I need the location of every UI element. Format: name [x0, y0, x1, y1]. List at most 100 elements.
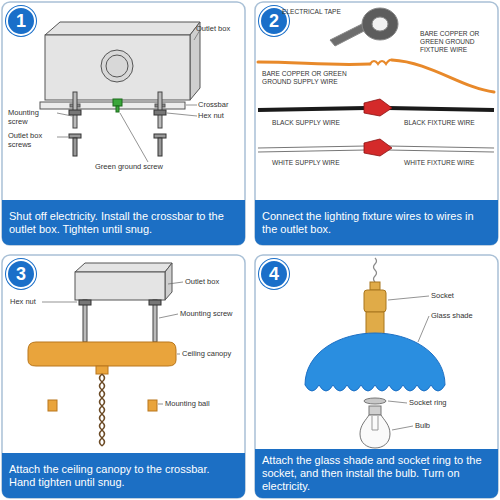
socket-ring	[364, 398, 386, 404]
leader-line	[392, 426, 413, 430]
part-label: Glass shade	[431, 312, 473, 321]
leader-line	[120, 113, 148, 162]
electrical-tape	[362, 8, 398, 40]
white-wire	[258, 148, 366, 150]
step-number-text: 2	[269, 12, 279, 30]
leader-line	[158, 404, 163, 405]
panel-frame	[255, 2, 498, 245]
leader-line	[42, 282, 183, 404]
ceiling-canopy	[28, 342, 176, 374]
part-label: Crossbar	[198, 101, 228, 110]
green-ground-screw	[113, 99, 122, 112]
outlet-box	[106, 55, 128, 77]
mounting-screw	[83, 300, 157, 342]
part-label: Green ground screw	[95, 163, 163, 172]
outlet-box	[45, 22, 200, 100]
hex-nut	[79, 300, 161, 305]
ceiling-canopy	[96, 366, 108, 374]
leader-line	[168, 282, 183, 284]
outlet-box	[75, 263, 172, 300]
socket-ring	[364, 398, 386, 404]
mounting-screw	[83, 300, 87, 342]
part-label: Ceiling canopy	[182, 350, 231, 359]
outlet-box	[75, 272, 165, 300]
black-wire	[258, 108, 366, 110]
part-label: BLACK FIXTURE WIRE	[404, 119, 475, 127]
hex-nut	[154, 110, 166, 115]
leader-line	[388, 401, 407, 403]
hex-nut	[69, 110, 81, 115]
mounting-screw	[153, 300, 157, 342]
step-number-text: 3	[16, 265, 26, 283]
outlet-box-screw	[154, 134, 166, 138]
power-cord	[100, 374, 105, 446]
bulb	[372, 416, 378, 430]
part-label: Outlet box	[185, 278, 219, 287]
outlet-box-screw	[69, 134, 166, 156]
ground-wire	[392, 60, 494, 92]
panel-frame	[2, 255, 245, 498]
green-ground-screw	[116, 106, 119, 112]
leader-line	[57, 137, 68, 138]
white-wire	[388, 148, 494, 150]
leader-line	[159, 314, 178, 318]
leader-line	[186, 105, 197, 106]
step-number: 3	[6, 259, 36, 289]
hex-nut	[149, 300, 161, 305]
outlet-box-screw	[69, 134, 81, 138]
part-label: Hex nut	[198, 112, 224, 121]
leader-line	[177, 354, 180, 355]
black-wire	[388, 108, 494, 110]
part-label: Mounting ball	[165, 400, 210, 409]
caption-text: Attach the ceiling canopy to the crossba…	[9, 463, 238, 489]
step-number-text: 1	[16, 12, 26, 30]
panel-frame	[2, 2, 245, 245]
outlet-box	[165, 263, 172, 300]
outlet-box	[190, 22, 200, 100]
part-label: Socket ring	[409, 399, 447, 408]
step-number-text: 4	[269, 265, 279, 283]
leader-line	[42, 302, 77, 303]
bulb	[360, 415, 390, 448]
wire-nut	[364, 99, 392, 156]
bulb	[360, 406, 390, 448]
part-label: Bulb	[415, 422, 430, 431]
outlet-box-screw	[73, 138, 77, 156]
bulb	[369, 406, 381, 415]
caption-text: Attach the glass shade and socket ring t…	[262, 454, 491, 493]
power-cord	[100, 374, 105, 446]
caption-band: Shut off electricity. Install the crossb…	[2, 200, 245, 245]
socket	[370, 282, 380, 290]
power-cord	[100, 374, 105, 446]
step-number: 1	[6, 6, 36, 36]
outlet-box	[101, 50, 133, 82]
part-label: Socket	[431, 292, 454, 301]
part-label: WHITE FIXTURE WIRE	[404, 159, 474, 167]
wire-nut	[364, 99, 392, 116]
leader-line	[167, 113, 197, 116]
electrical-tape	[372, 17, 388, 31]
leader-line	[388, 296, 429, 300]
part-label: Mounting screw	[180, 310, 233, 319]
ground-wire	[370, 60, 392, 64]
glass-shade	[305, 333, 445, 391]
part-label: WHITE SUPPLY WIRE	[272, 159, 340, 167]
caption-band: Attach the ceiling canopy to the crossba…	[2, 453, 245, 498]
leader-line	[57, 113, 72, 116]
ceiling-canopy	[28, 342, 176, 366]
socket	[364, 290, 386, 312]
outlet-box	[45, 22, 200, 35]
caption-text: Connect the lighting fixture wires to wi…	[262, 210, 491, 236]
mounting-ball	[148, 400, 157, 411]
hanging-chain	[374, 258, 377, 282]
caption-band: Attach the glass shade and socket ring t…	[255, 449, 498, 498]
part-label: BARE COPPER OR GREEN GROUND FIXTURE WIRE	[420, 30, 494, 53]
green-ground-screw	[113, 99, 122, 106]
panel-frame	[255, 255, 498, 498]
part-label: Outlet box screws	[8, 132, 56, 149]
ground-wire	[258, 60, 494, 92]
step-number: 4	[259, 259, 289, 289]
part-label: BARE COPPER OR GREEN GROUND SUPPLY WIRE	[262, 70, 354, 86]
